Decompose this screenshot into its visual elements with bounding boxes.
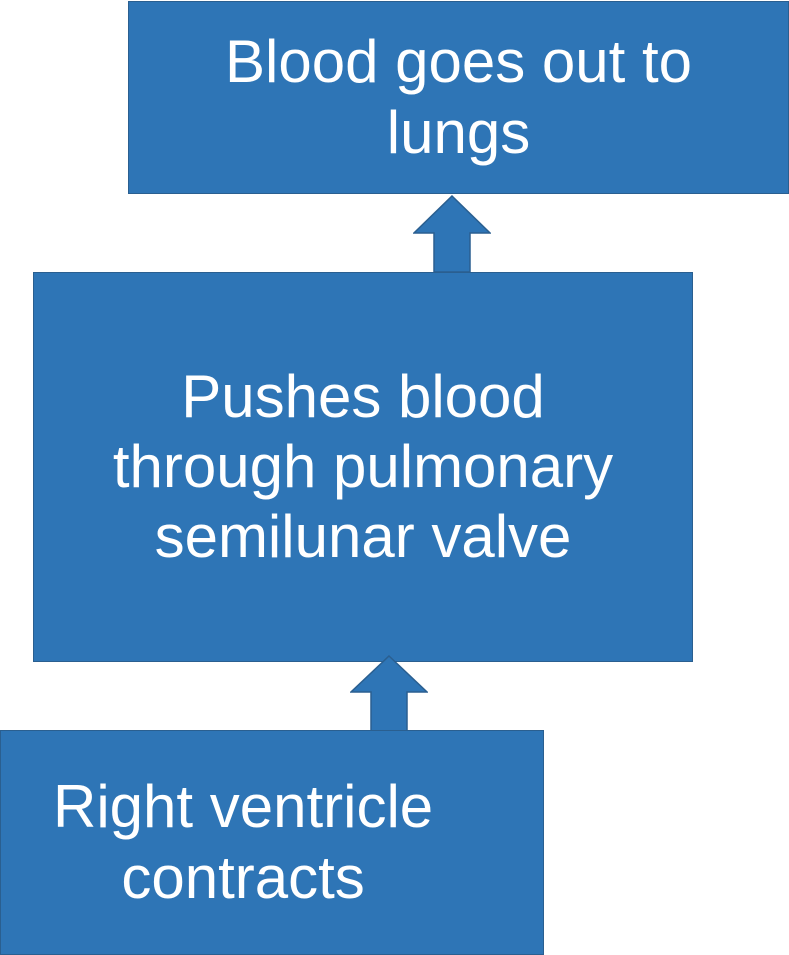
step-box-pushes-blood: Pushes blood through pulmonary semilunar… — [33, 272, 693, 662]
step-label-blood-to-lungs: Blood goes out to lungs — [224, 28, 693, 166]
up-arrow-icon — [413, 195, 491, 273]
step-box-right-ventricle: Right ventricle contracts — [0, 730, 544, 955]
step-label-right-ventricle: Right ventricle contracts — [53, 773, 434, 911]
step-label-pushes-blood: Pushes blood through pulmonary semilunar… — [112, 362, 614, 571]
step-box-blood-to-lungs: Blood goes out to lungs — [128, 1, 789, 194]
up-arrow-icon — [350, 655, 428, 732]
